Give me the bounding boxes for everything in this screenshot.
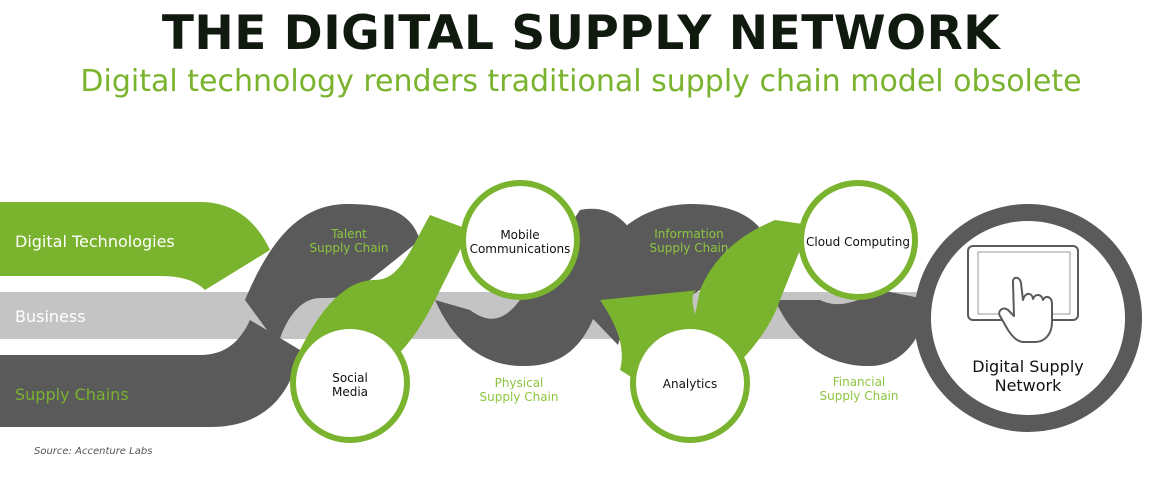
tablet-touch-icon: [967, 245, 1079, 343]
social-label-line1: Social: [332, 371, 368, 385]
page-title: THE DIGITAL SUPPLY NETWORK: [161, 6, 1001, 61]
source-note: Source: Accenture Labs: [34, 446, 153, 457]
mobile-label-line1: Mobile: [500, 228, 539, 242]
social-label-line2: Media: [332, 385, 368, 399]
financial-label-line1: Financial: [833, 375, 886, 389]
digital-technologies-band: [0, 202, 270, 290]
physical-label-line2: Supply Chain: [480, 390, 559, 404]
band-label-business: Business: [15, 307, 86, 326]
result-label-line1: Digital Supply: [972, 357, 1084, 376]
supply-chains-band: [0, 320, 300, 427]
twist-dark-1: [245, 204, 420, 345]
mobile-communications-circle: [460, 180, 580, 300]
cloud-computing-circle: [798, 180, 918, 300]
information-label-line2: Supply Chain: [650, 241, 729, 255]
talent-label-line1: Talent: [330, 227, 367, 241]
mobile-label-line2: Communications: [470, 242, 571, 256]
twist-dark-4: [775, 290, 930, 367]
information-label-line1: Information: [654, 227, 723, 241]
talent-label-line2: Supply Chain: [310, 241, 389, 255]
social-media-circle: [290, 323, 410, 443]
analytics-circle: [630, 323, 750, 443]
band-label-digital: Digital Technologies: [15, 232, 175, 251]
page-subtitle: Digital technology renders traditional s…: [80, 64, 1082, 99]
result-label-line2: Network: [995, 376, 1063, 395]
financial-label-line2: Supply Chain: [820, 389, 899, 403]
cloud-label: Cloud Computing: [806, 235, 910, 249]
analytics-label: Analytics: [663, 377, 718, 391]
band-label-supply: Supply Chains: [15, 385, 129, 404]
physical-label-line1: Physical: [495, 376, 544, 390]
